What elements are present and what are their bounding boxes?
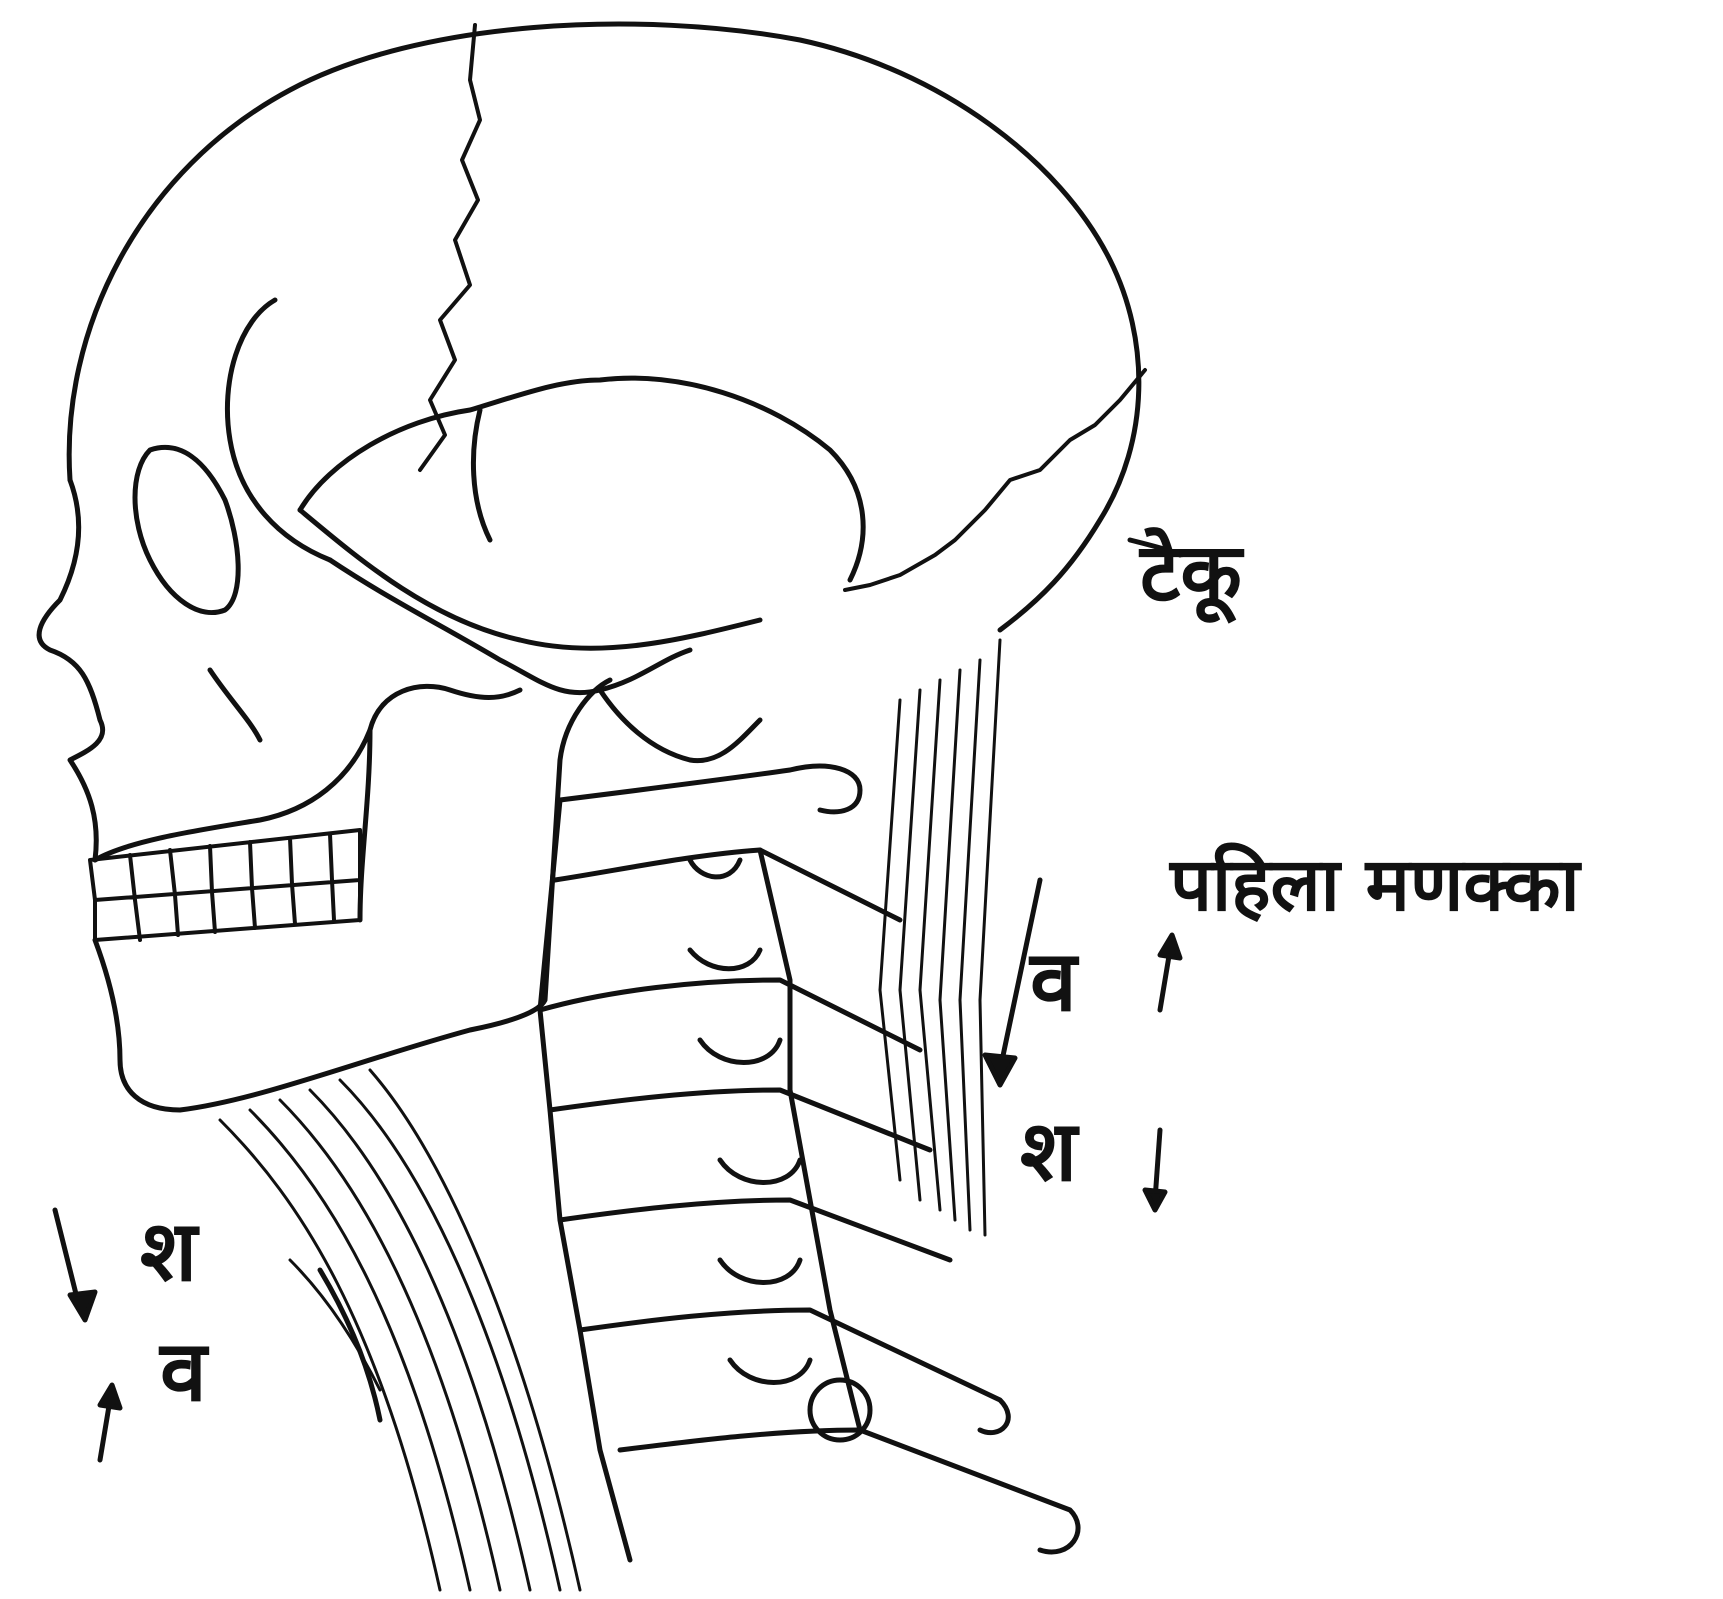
vertebra-6 <box>580 1310 1008 1433</box>
zygomatic-arch <box>330 560 690 693</box>
temporal-line <box>300 378 863 580</box>
upper-teeth <box>90 830 360 900</box>
left-down-arrowhead-icon <box>70 1292 95 1320</box>
cervical-vertebrae <box>540 766 1078 1560</box>
left-up-arrowhead-icon <box>100 1385 120 1408</box>
mandible-ramus <box>360 686 520 920</box>
vertebra-4 <box>550 1090 930 1150</box>
canal-6 <box>730 1360 810 1383</box>
right-up-arrow-icon <box>1160 950 1170 1010</box>
vertebra-5 <box>560 1200 950 1260</box>
front-neck-muscle <box>220 1070 580 1590</box>
label-right-v: व <box>1028 932 1080 1030</box>
label-first-vertebra: पहिला मणक्का <box>1168 842 1583 928</box>
canal-4 <box>720 1160 800 1183</box>
canal-5 <box>720 1260 800 1283</box>
canal-3 <box>700 1040 780 1063</box>
vertebra-2 <box>555 850 900 920</box>
canal-2 <box>690 950 760 969</box>
label-right-sh: श <box>1020 1102 1080 1200</box>
right-up-arrowhead-icon <box>1160 935 1180 958</box>
mastoid-process <box>600 690 760 761</box>
canal-1 <box>690 860 740 877</box>
back-neck-muscle <box>880 640 1000 1235</box>
spine-anterior-edge <box>540 800 630 1560</box>
label-left-v: व <box>158 1322 210 1420</box>
eye-socket <box>135 447 238 612</box>
vertebra-1 <box>560 766 860 812</box>
left-up-arrow-icon <box>100 1400 110 1460</box>
cranium-outline <box>69 24 1139 630</box>
long-down-arrowhead-icon <box>985 1055 1015 1085</box>
label-left-sh: श <box>140 1202 200 1300</box>
label-tekoo: टेकू <box>1138 526 1244 624</box>
right-down-arrowhead-icon <box>1145 1190 1165 1210</box>
vertebra-3 <box>540 980 920 1050</box>
vertebra-7 <box>620 1430 1078 1552</box>
cheek-line <box>210 670 260 740</box>
coronal-suture <box>420 25 480 470</box>
muscle-direction-arrow <box>320 1270 380 1420</box>
face-profile <box>39 480 103 860</box>
spine-posterior-line <box>760 850 860 1430</box>
lambdoid-suture <box>845 370 1145 590</box>
